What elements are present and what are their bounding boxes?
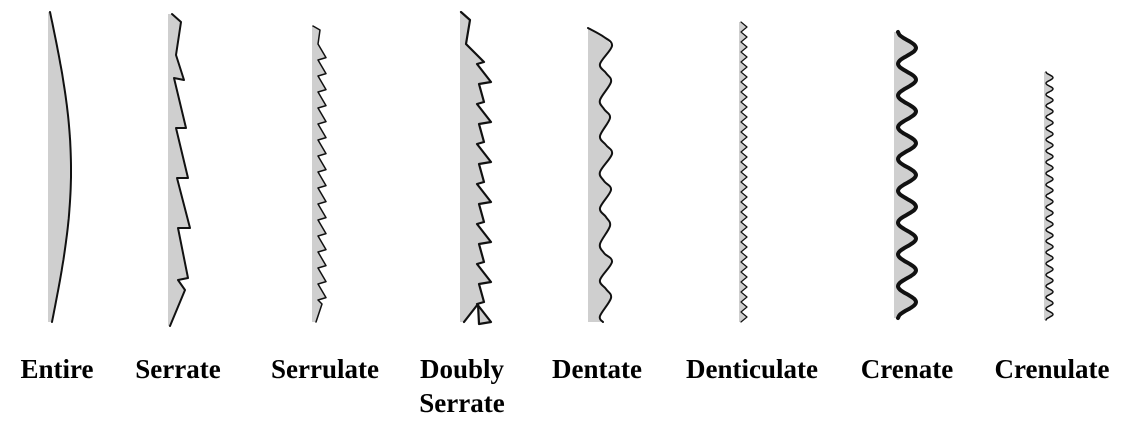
margin-shape-doubly-serrate [460,12,491,324]
margin-shape-serrate [168,14,190,326]
label-serrate: Serrate [135,352,220,386]
margin-shape-crenate [894,32,916,318]
label-doubly-serrate: Doubly Serrate [419,352,504,420]
label-serrulate: Serrulate [271,352,379,386]
margin-shape-crenulate [1044,72,1053,320]
label-crenulate: Crenulate [995,352,1110,386]
label-crenate: Crenate [861,352,953,386]
label-dentate: Dentate [552,352,642,386]
label-doubly-serrate-line1: Doubly [419,352,504,386]
label-doubly-serrate-line2: Serrate [419,386,504,420]
margin-shape-entire [48,12,71,322]
margin-shape-serrulate [312,26,326,322]
margin-fill-denticulate [739,22,747,322]
margin-shape-denticulate [739,22,747,322]
label-denticulate: Denticulate [686,352,818,386]
label-entire: Entire [21,352,94,386]
margin-shape-dentate [588,28,612,322]
